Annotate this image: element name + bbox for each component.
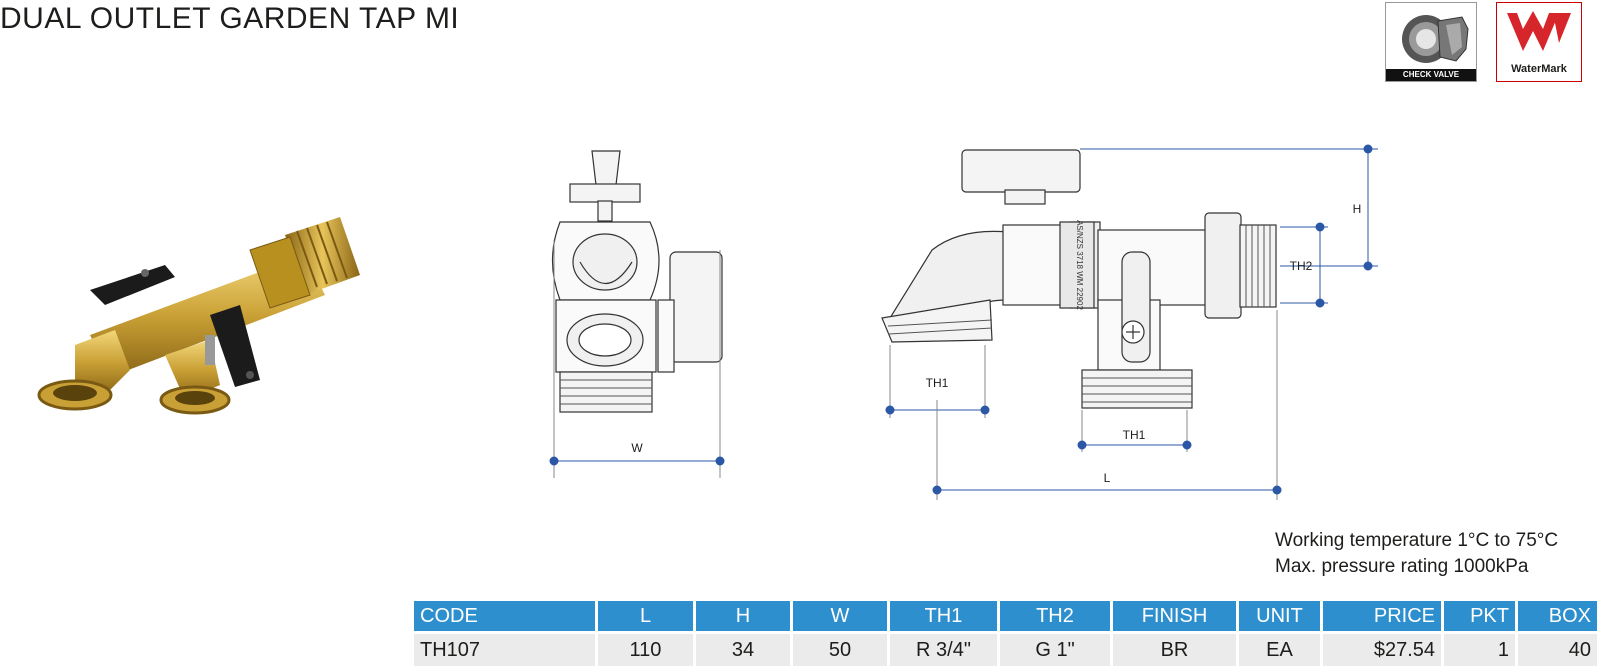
col-header-unit: UNIT: [1239, 601, 1323, 631]
cell-pkt: 1: [1444, 631, 1518, 666]
product-photo: [37, 217, 360, 415]
watermark-logo-icon: [1507, 11, 1571, 51]
check-valve-icon: [1386, 3, 1476, 69]
dim-label-th2: TH2: [1290, 259, 1313, 273]
dim-label-l: L: [1104, 471, 1111, 485]
table-row: TH107 110 34 50 R 3/4" G 1" BR EA $27.54…: [414, 631, 1600, 666]
col-header-h: H: [696, 601, 793, 631]
col-header-th2: TH2: [1000, 601, 1113, 631]
cell-finish: BR: [1113, 631, 1239, 666]
table-header-row: CODE L H W TH1 TH2 FINISH UNIT PRICE PKT…: [414, 601, 1600, 631]
watermark-label: WaterMark: [1511, 63, 1567, 75]
body-marking: AS/NZS 3718 WM 22902: [1075, 220, 1084, 310]
cell-h: 34: [696, 631, 793, 666]
page-title: DUAL OUTLET GARDEN TAP MI: [0, 2, 460, 35]
cell-unit: EA: [1239, 631, 1323, 666]
col-header-l: L: [598, 601, 696, 631]
specs-block: Working temperature 1°C to 75°C Max. pre…: [1275, 528, 1558, 580]
dim-label-th1-bottom: TH1: [1123, 428, 1146, 442]
dim-label-h: H: [1353, 202, 1362, 216]
side-view: [551, 150, 723, 413]
spec-temperature: Working temperature 1°C to 75°C: [1275, 530, 1559, 551]
watermark-badge: WaterMark: [1496, 2, 1582, 82]
dimension-lines: [549, 144, 1378, 500]
col-header-code: CODE: [414, 601, 598, 631]
col-header-th1: TH1: [890, 601, 1000, 631]
cell-th2: G 1": [1000, 631, 1113, 666]
cell-th1: R 3/4": [890, 631, 1000, 666]
spec-pressure: Max. pressure rating 1000kPa: [1275, 556, 1529, 577]
product-table: CODE L H W TH1 TH2 FINISH UNIT PRICE PKT…: [414, 601, 1600, 666]
dim-label-w: W: [631, 441, 643, 455]
col-header-box: BOX: [1518, 601, 1600, 631]
cell-w: 50: [793, 631, 890, 666]
col-header-pkt: PKT: [1444, 601, 1518, 631]
col-header-finish: FINISH: [1113, 601, 1239, 631]
cell-box: 40: [1518, 631, 1600, 666]
cell-code: TH107: [414, 631, 598, 666]
col-header-price: PRICE: [1323, 601, 1444, 631]
check-valve-label: CHECK VALVE: [1386, 69, 1476, 81]
cell-l: 110: [598, 631, 696, 666]
front-view: AS/NZS 3718 WM 22902: [881, 149, 1277, 409]
col-header-w: W: [793, 601, 890, 631]
check-valve-badge: CHECK VALVE: [1385, 2, 1477, 82]
cell-price: $27.54: [1323, 631, 1444, 666]
dim-label-th1-left: TH1: [926, 376, 949, 390]
